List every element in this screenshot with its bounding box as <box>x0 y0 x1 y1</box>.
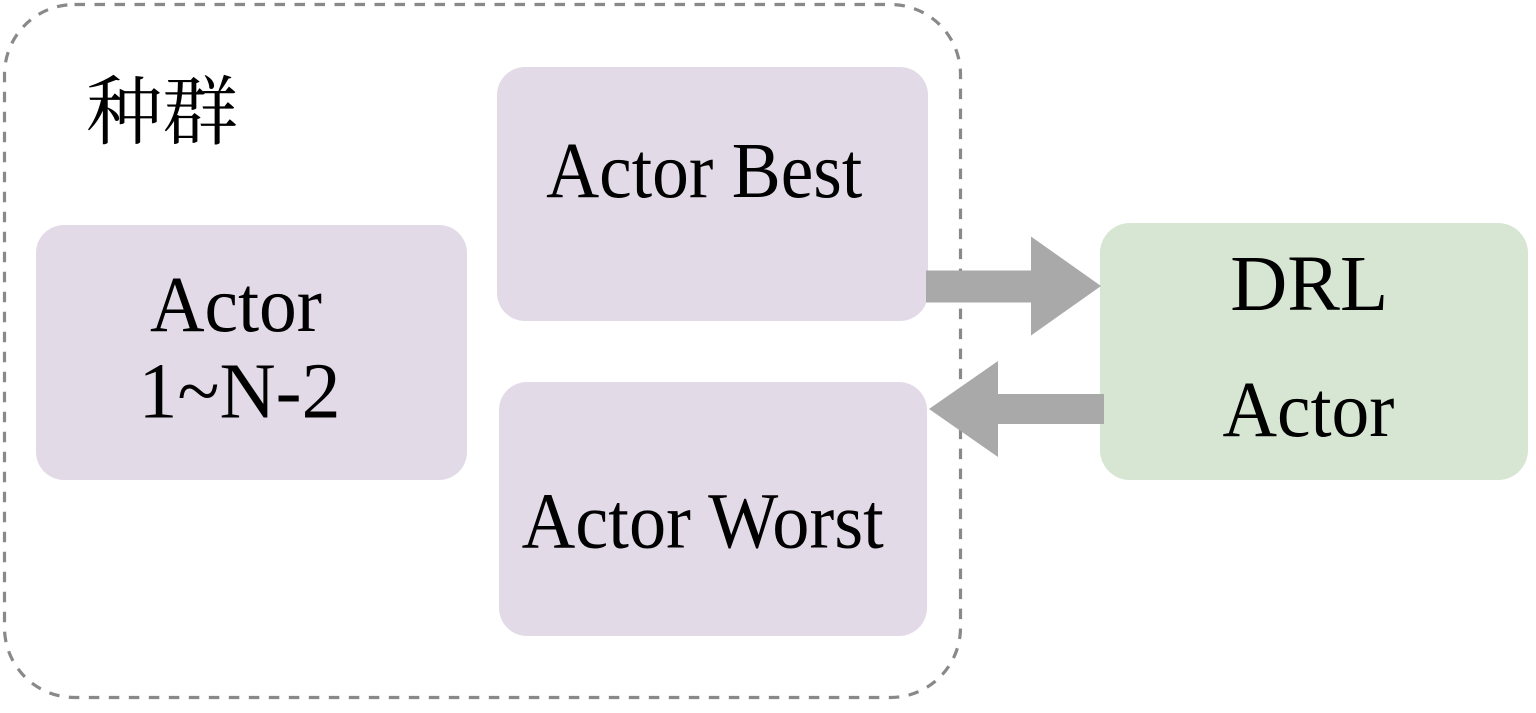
drl-actor-box <box>1100 223 1528 480</box>
population-label-glyphs <box>88 74 236 145</box>
actor-1-n-2-label-line1: Actor <box>150 261 322 349</box>
glyph-qun <box>164 74 236 145</box>
arrow-drl-to-worst <box>929 361 1104 457</box>
arrow-best-to-drl <box>926 236 1101 336</box>
population-group-border <box>2 2 963 700</box>
actor-best-box <box>497 67 928 321</box>
actor-1-n-2-label-line2: 1~N-2 <box>139 347 341 435</box>
actor-worst-label: Actor Worst <box>522 477 884 565</box>
actor-1-n-2-box <box>36 225 467 480</box>
glyph-zhong <box>88 74 160 145</box>
actor-best-label: Actor Best <box>546 127 862 215</box>
drl-actor-label-line1: DRL <box>1230 241 1388 328</box>
drl-actor-label-line2: Actor <box>1223 365 1395 453</box>
actor-worst-box <box>499 382 927 636</box>
